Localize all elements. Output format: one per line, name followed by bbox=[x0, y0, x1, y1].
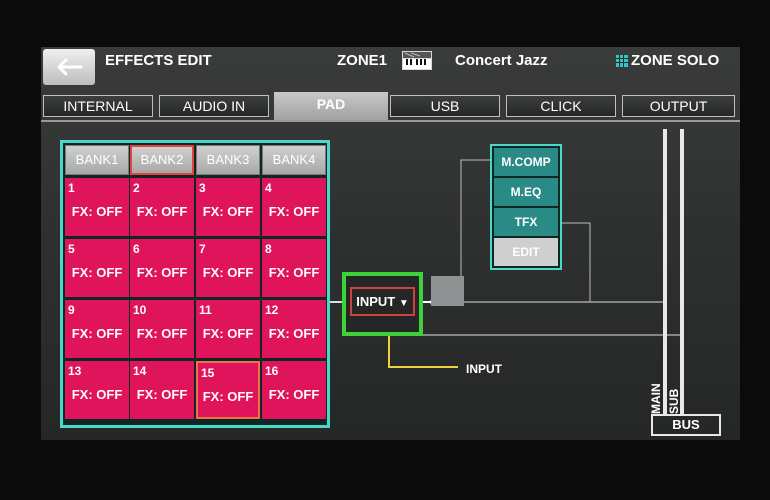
tab-output[interactable]: OUTPUT bbox=[622, 95, 735, 117]
bank-1-button[interactable]: BANK1 bbox=[65, 145, 129, 175]
main-bus-label: MAIN bbox=[649, 383, 663, 414]
bank-2-button[interactable]: BANK2 bbox=[130, 145, 194, 175]
send-block bbox=[431, 276, 464, 306]
edit-button[interactable]: EDIT bbox=[494, 238, 558, 266]
meq-button[interactable]: M.EQ bbox=[494, 178, 558, 206]
sub-bus-label: SUB bbox=[667, 388, 681, 414]
zone-label: ZONE1 bbox=[337, 52, 388, 69]
input-label: INPUT bbox=[466, 362, 502, 376]
zone-solo-toggle[interactable]: ZONE SOLO bbox=[616, 51, 719, 71]
zone-solo-label: ZONE SOLO bbox=[631, 52, 720, 69]
tfx-button[interactable]: TFX bbox=[494, 208, 558, 236]
tab-underline bbox=[41, 120, 740, 122]
back-button[interactable] bbox=[43, 49, 95, 85]
mcomp-button[interactable]: M.COMP bbox=[494, 148, 558, 176]
zone-solo-grid-icon bbox=[616, 55, 628, 67]
dropdown-triangle-icon: ▼ bbox=[398, 298, 409, 309]
tab-pad[interactable]: PAD bbox=[274, 92, 388, 122]
input-selector[interactable]: INPUT ▼ bbox=[342, 272, 423, 336]
back-arrow-icon bbox=[57, 58, 83, 76]
tab-internal[interactable]: INTERNAL bbox=[43, 95, 153, 117]
fx-chain-panel: M.COMP M.EQ TFX EDIT bbox=[490, 144, 562, 270]
tab-audio-in[interactable]: AUDIO IN bbox=[159, 95, 269, 117]
routing-diagram bbox=[330, 129, 684, 414]
tone-name[interactable]: Concert Jazz bbox=[455, 52, 548, 69]
input-line bbox=[388, 336, 458, 368]
bus-button[interactable]: BUS bbox=[651, 414, 721, 436]
tab-click[interactable]: CLICK bbox=[506, 95, 616, 117]
piano-keyboard-icon bbox=[402, 51, 432, 70]
page-title: EFFECTS EDIT bbox=[105, 52, 212, 69]
tab-usb[interactable]: USB bbox=[390, 95, 500, 117]
bank-4-button[interactable]: BANK4 bbox=[262, 145, 326, 175]
bank-3-button[interactable]: BANK3 bbox=[196, 145, 260, 175]
tfx-out-line bbox=[562, 222, 591, 302]
effects-edit-screen: EFFECTS EDIT ZONE1 Concert Jazz ZONE SOL… bbox=[41, 47, 740, 440]
input-selector-field[interactable]: INPUT ▼ bbox=[350, 287, 415, 316]
send-line bbox=[460, 159, 490, 280]
input-selector-label: INPUT bbox=[356, 294, 396, 309]
